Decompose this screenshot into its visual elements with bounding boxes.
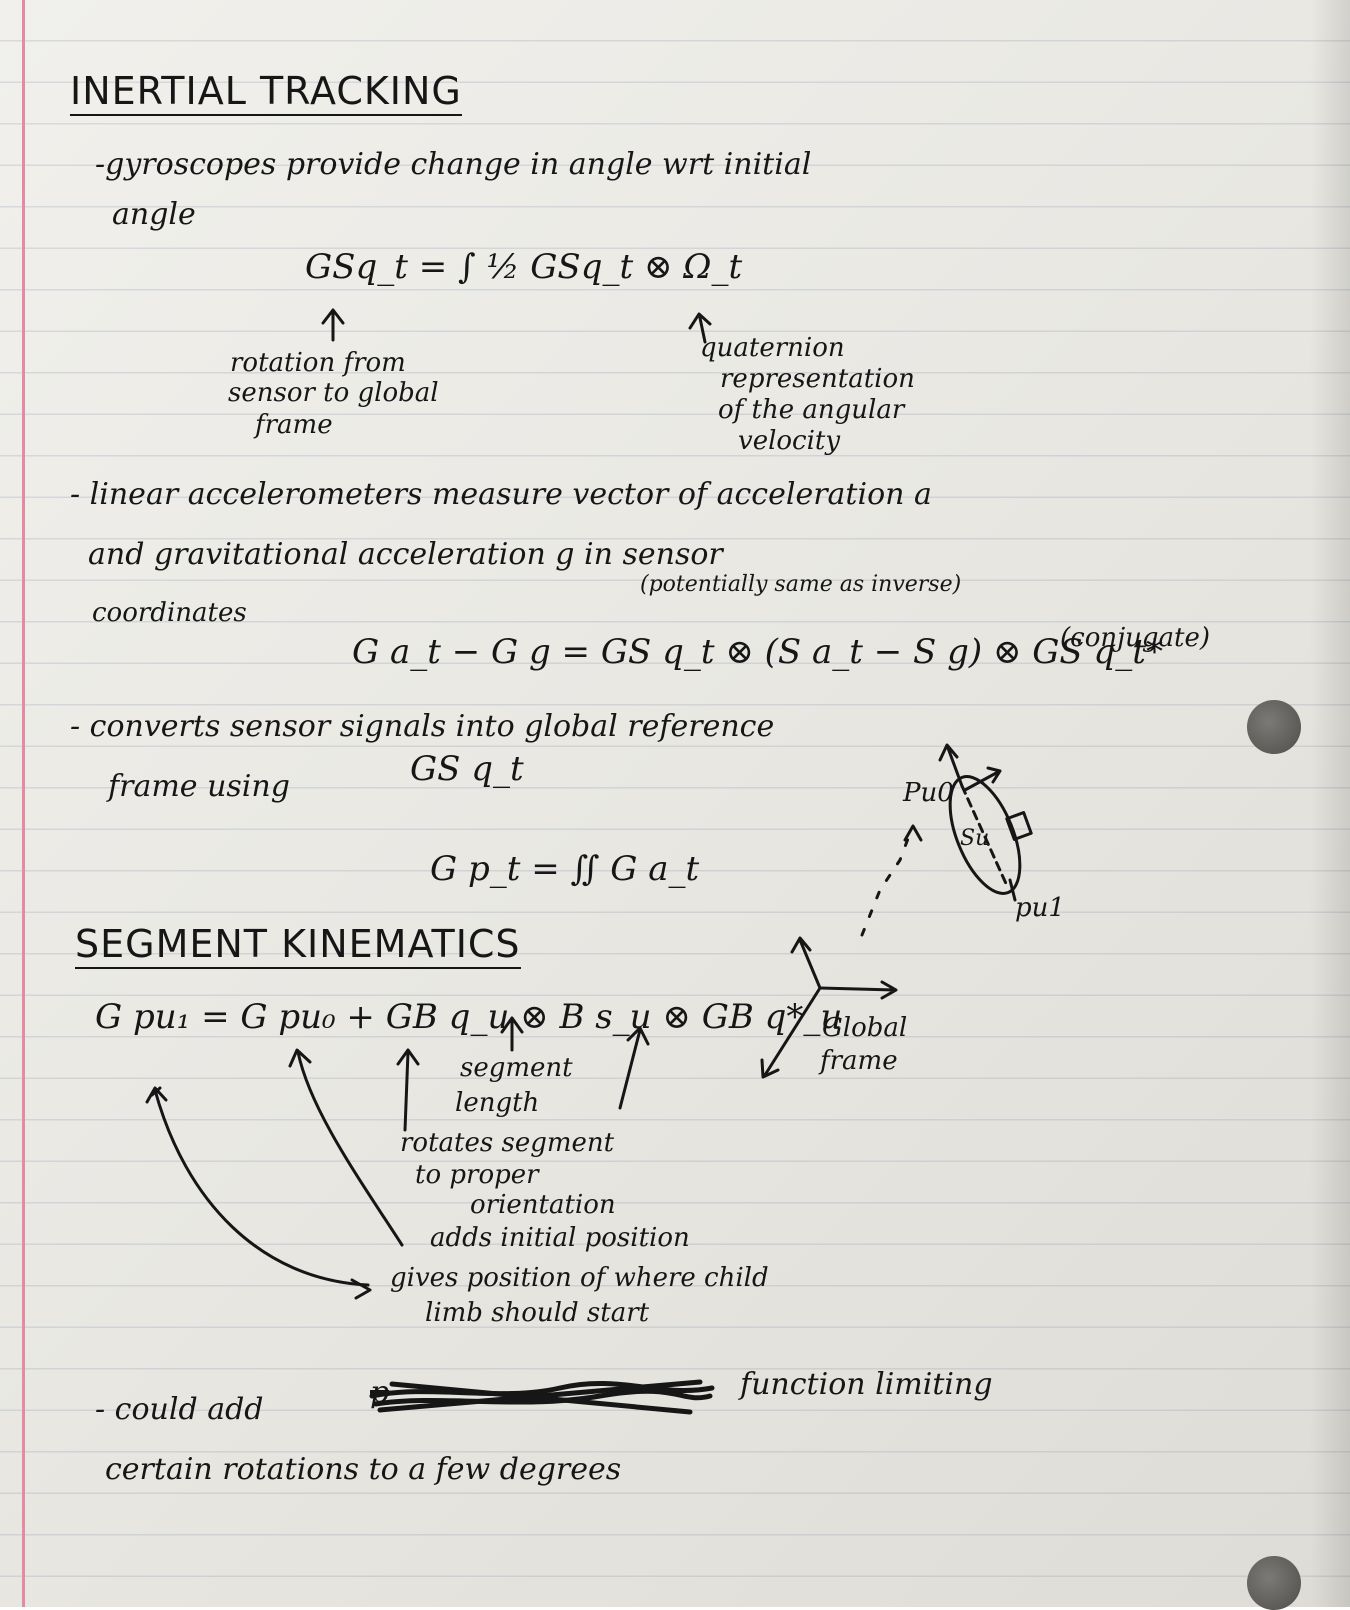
equation-gyro-integration: GSq_t = ∫ ½ GSq_t ⊗ Ω_t <box>305 247 743 287</box>
arrow-adds-initial <box>288 1048 404 1247</box>
bullet-could-add: - could add <box>95 1392 264 1427</box>
section-title-inertial-tracking: INERTIAL TRACKING <box>70 72 462 116</box>
annotation-quaternion-line2: representation <box>720 364 915 394</box>
sensor-box <box>1005 811 1033 841</box>
diagram-label-pu0: Pu0 <box>903 778 954 808</box>
arrowhead-gives-position <box>350 1278 372 1300</box>
limb-arrow-right <box>963 766 1002 792</box>
arrow-rotates <box>396 1048 420 1132</box>
page-edge-shadow <box>1310 0 1350 1607</box>
axes-label-line1: Global <box>822 1013 908 1043</box>
annotation-rotates-line3: orientation <box>470 1190 616 1220</box>
x-mark-left <box>150 1086 162 1097</box>
bullet-function-limiting: function limiting <box>740 1367 993 1402</box>
arrow-rotation <box>321 308 345 342</box>
bullet-converts-line2: frame using <box>108 769 290 804</box>
bullet-certain-rotations: certain rotations to a few degrees <box>105 1452 622 1487</box>
annotation-rotates-line1: rotates segment <box>400 1128 615 1158</box>
bullet-accelerometers-line3: coordinates <box>92 598 247 628</box>
bullet-accelerometers-note: (potentially same as inverse) <box>640 572 962 597</box>
axis-right <box>818 980 898 1000</box>
arrow-segment-length <box>500 1016 524 1052</box>
scribble-cross-out <box>369 1379 715 1415</box>
annotation-gives-position-line2: limb should start <box>425 1298 650 1328</box>
bullet-accelerometers-line1: - linear accelerometers measure vector o… <box>70 477 932 512</box>
annotation-rotates-line2: to proper <box>415 1160 539 1190</box>
axes-label-line2: frame <box>820 1046 898 1076</box>
annotation-quaternion-line4: velocity <box>738 426 841 456</box>
equation-conjugate-note: (conjugate) <box>1060 623 1211 653</box>
axis-diagonal <box>760 986 822 1079</box>
punch-hole <box>1247 700 1301 754</box>
dotted-link <box>860 826 914 937</box>
dotted-link-arrowhead <box>903 824 923 842</box>
axis-up <box>790 936 822 990</box>
annotation-rotation-line2: sensor to global <box>228 378 439 408</box>
limb-arrow-down <box>1008 878 1017 902</box>
limb-arrow-up <box>938 743 964 788</box>
annotation-segment-length-line2: length <box>455 1088 540 1118</box>
bullet-accelerometers-line2: and gravitational acceleration g in sens… <box>88 537 723 572</box>
equation-acceleration-transform: G a_t − G g = GS q_t ⊗ (S a_t − S g) ⊗ G… <box>352 632 1163 672</box>
diagram-label-pu1: pu1 <box>1015 893 1065 923</box>
bullet-gyroscopes-line2: angle <box>112 197 196 232</box>
bullet-converts-line1: - converts sensor signals into global re… <box>70 709 775 744</box>
arrow-quaternion <box>688 312 712 344</box>
limb-axis-dashed <box>960 784 1010 890</box>
annotation-segment-length-line1: segment <box>460 1053 573 1083</box>
arrow-rotates-conjugate <box>618 1026 650 1110</box>
arrow-gives-position <box>145 1086 370 1287</box>
symbol-gs-q-t: GS q_t <box>410 749 524 789</box>
equation-double-integral-position: G p_t = ∬ G a_t <box>430 849 700 889</box>
annotation-adds-initial-position: adds initial position <box>430 1223 690 1253</box>
annotation-rotation-line1: rotation from <box>230 348 406 378</box>
annotation-rotation-line3: frame <box>255 410 333 440</box>
annotation-quaternion-line3: of the angular <box>718 395 905 425</box>
margin-line <box>22 0 25 1607</box>
equation-segment-position: G pu₁ = G pu₀ + GB q_u ⊗ B s_u ⊗ GB q*_u <box>95 997 843 1037</box>
diagram-label-su: Su <box>960 826 990 851</box>
punch-hole <box>1247 1556 1301 1610</box>
annotation-quaternion-line1: quaternion <box>700 333 845 363</box>
limb-ellipse <box>948 775 1022 895</box>
annotation-gives-position-line1: gives position of where child <box>390 1263 769 1293</box>
section-title-segment-kinematics: SEGMENT KINEMATICS <box>75 925 521 969</box>
bullet-gyroscopes-line1: -gyroscopes provide change in angle wrt … <box>95 147 812 182</box>
